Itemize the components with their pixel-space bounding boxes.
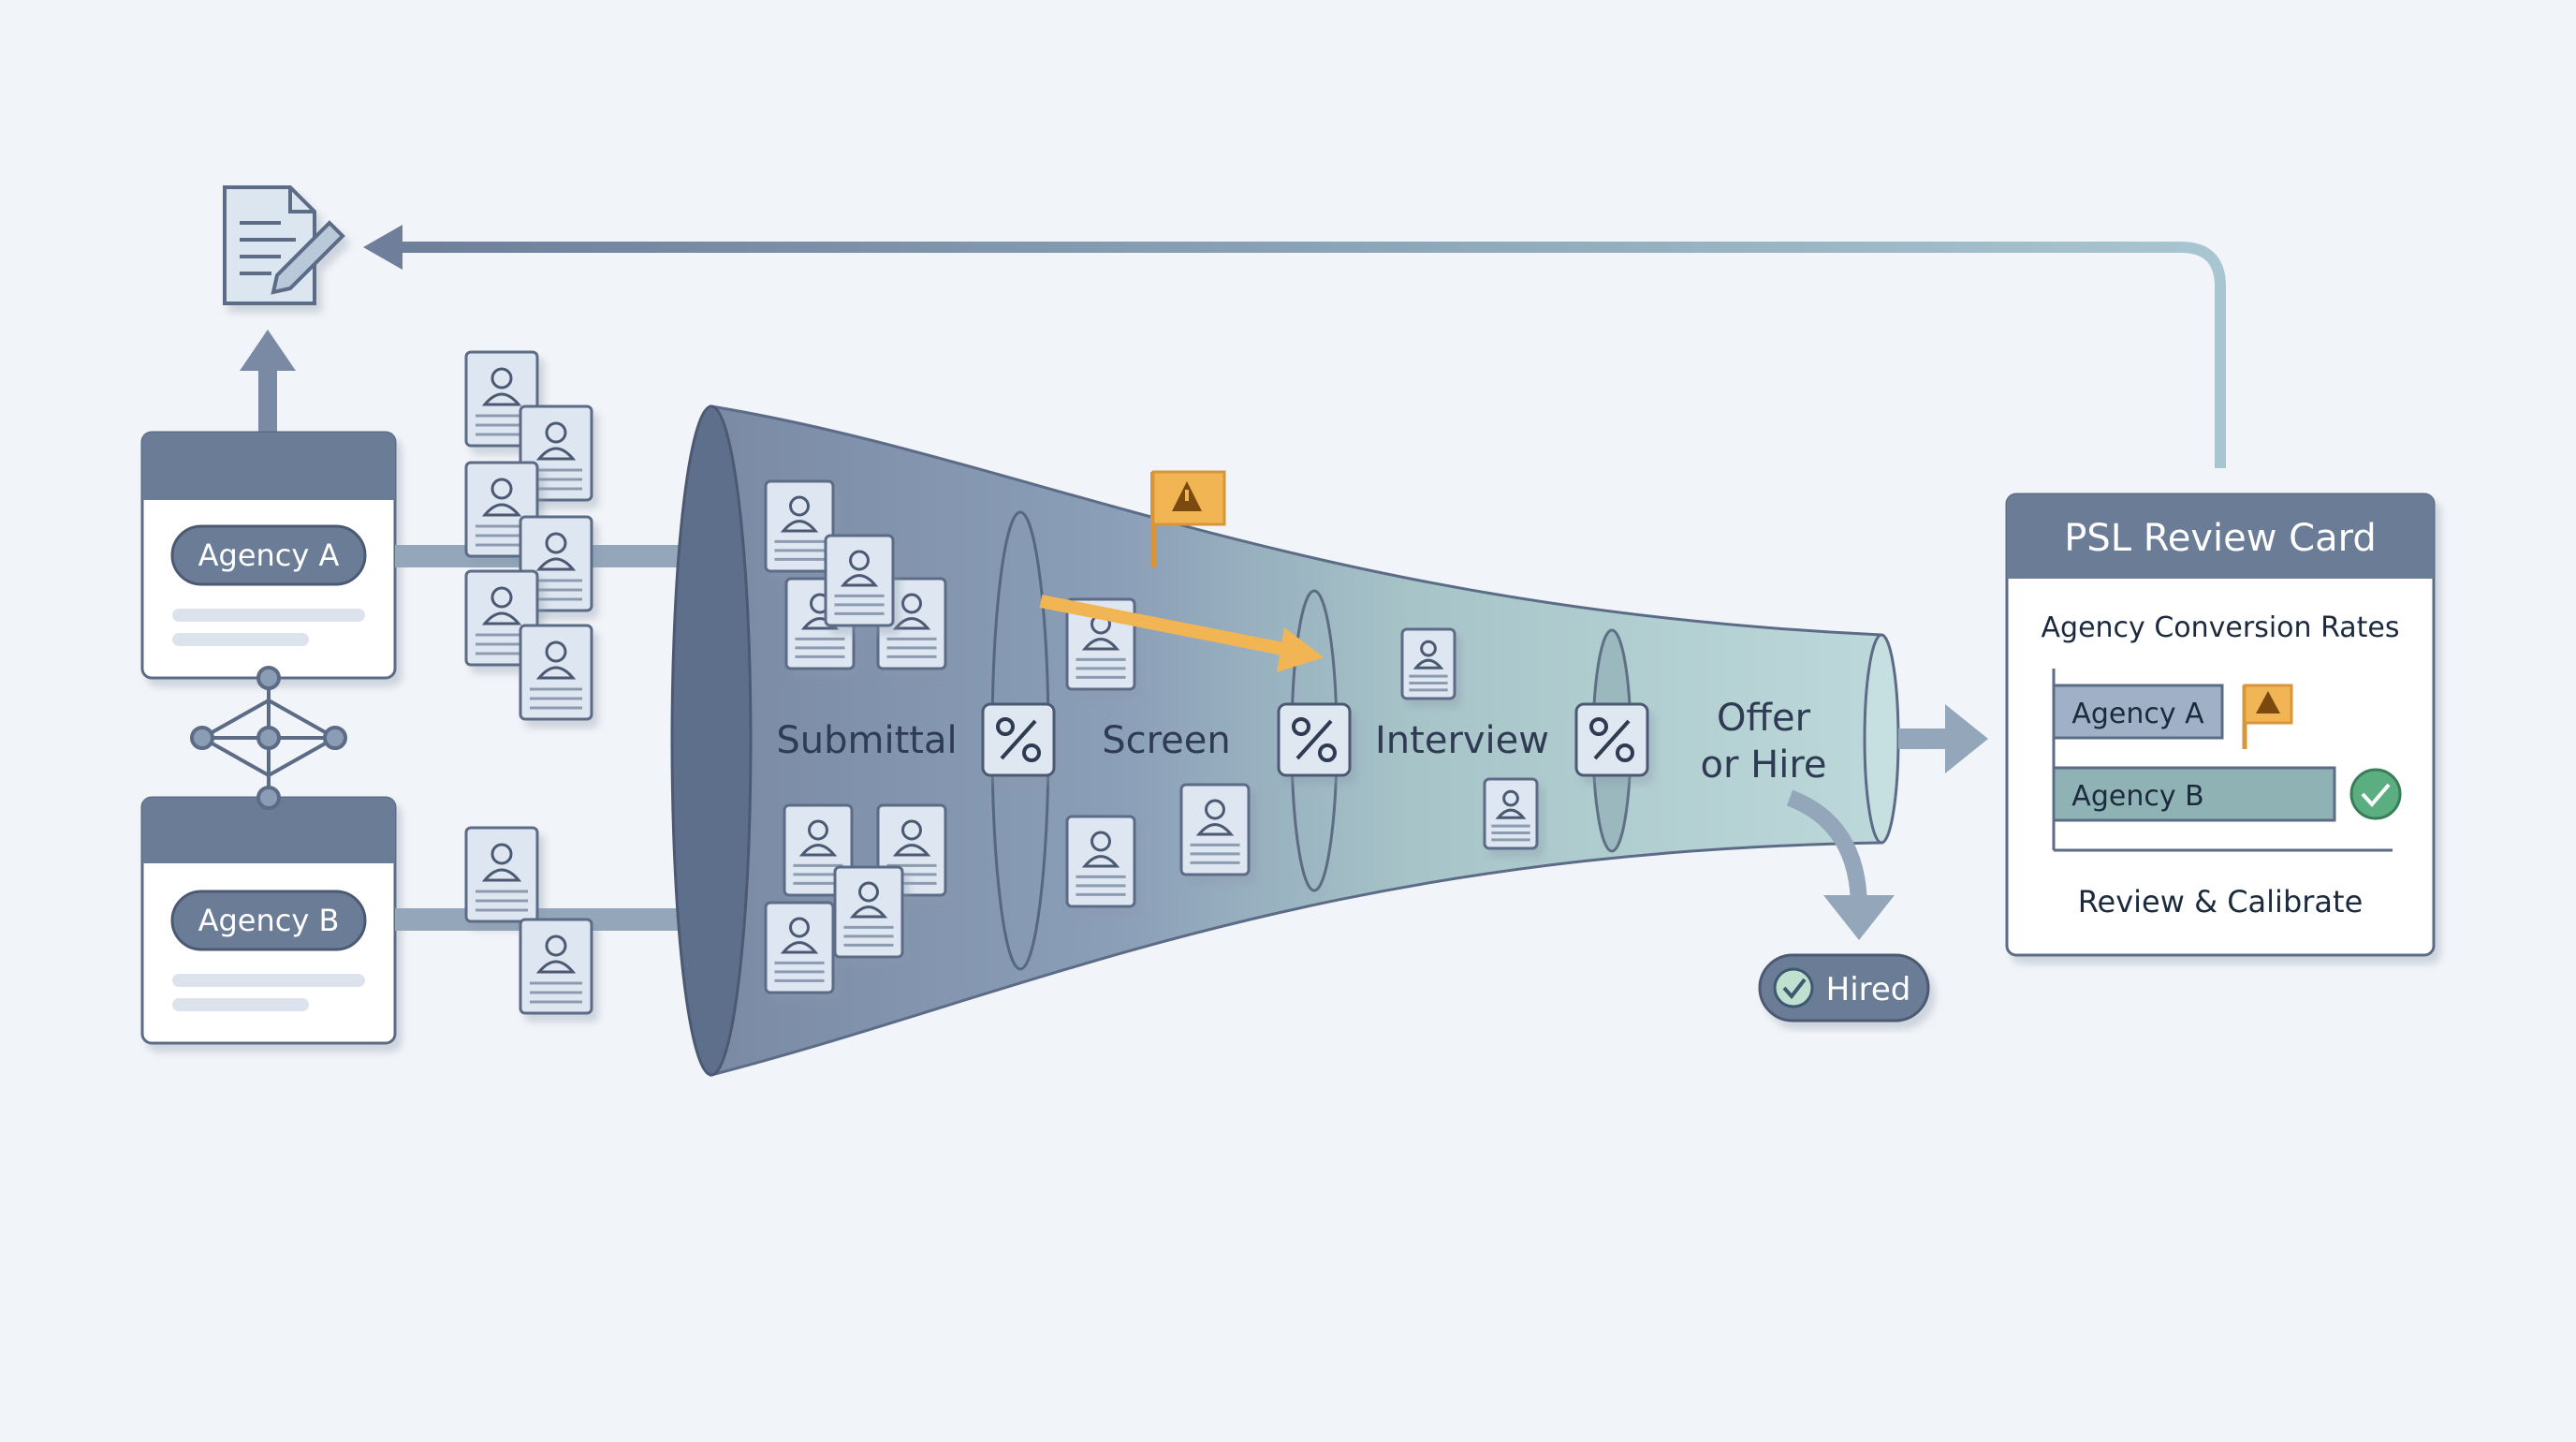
agency-a-conversion-bar <box>2052 684 2224 740</box>
conversion-rate-badges <box>981 702 1649 777</box>
agency-a-card[interactable]: Agency A <box>140 431 397 680</box>
warning-flag-icon <box>2242 684 2293 749</box>
network-hub-icon <box>190 666 347 810</box>
candidate-resume-icon <box>464 826 539 923</box>
stage-screen-label: Screen <box>1102 719 1231 762</box>
hired-badge: Hired <box>1758 953 1930 1023</box>
feedback-up-arrow <box>240 330 296 433</box>
candidate-resume-icon <box>764 479 835 573</box>
psl-card-subtitle: Agency Conversion Rates <box>2042 611 2400 644</box>
hired-branch-arrow <box>1786 789 1895 940</box>
candidate-resume-icon <box>1179 783 1251 876</box>
psl-bar-agency-b-label: Agency B <box>2071 780 2203 813</box>
agency-b-label: Agency B <box>198 903 340 938</box>
document-edit-icon <box>223 185 345 305</box>
percent-icon <box>981 702 1056 777</box>
agency-a-candidate-stack <box>464 350 593 721</box>
in-funnel-candidates <box>764 479 1539 994</box>
stage-offer-label-line1: Offer <box>1717 697 1811 740</box>
agency-b-conversion-bar <box>2052 766 2336 822</box>
candidate-resume-icon <box>1065 815 1136 908</box>
psl-card-footer: Review & Calibrate <box>2078 884 2364 920</box>
candidate-resume-icon <box>833 865 904 959</box>
candidate-resume-icon <box>519 918 593 1015</box>
candidate-resume-icon <box>1400 627 1456 700</box>
percent-icon <box>1574 702 1649 777</box>
stage-submittal-label: Submittal <box>776 719 957 762</box>
psl-bar-agency-a-label: Agency A <box>2071 698 2204 730</box>
candidate-resume-icon <box>519 624 593 721</box>
candidate-resume-icon <box>764 901 835 994</box>
agency-a-label: Agency A <box>198 537 340 573</box>
warning-flag-icon <box>1150 470 1226 567</box>
psl-card-title: PSL Review Card <box>2064 517 2377 560</box>
screen-to-interview-highlight-arrow <box>1039 595 1324 672</box>
agency-b-candidate-stack <box>464 826 593 1015</box>
psl-review-card[interactable]: PSL Review Card Agency Conversion Rates … <box>2005 493 2436 957</box>
feedback-loop-arrow <box>363 225 2226 468</box>
check-circle-icon <box>1773 967 1814 1008</box>
agency-b-card[interactable]: Agency B <box>140 796 397 1045</box>
stage-interview-label: Interview <box>1375 719 1549 762</box>
candidate-resume-icon <box>1483 777 1539 850</box>
candidate-resume-icon <box>824 534 895 627</box>
candidate-resume-icon <box>876 577 947 670</box>
funnel-output-arrow <box>1898 704 1988 773</box>
percent-icon <box>1277 702 1352 777</box>
stage-offer-label-line2: or Hire <box>1701 743 1827 787</box>
check-circle-icon <box>2349 768 2402 820</box>
hired-label: Hired <box>1826 971 1911 1008</box>
